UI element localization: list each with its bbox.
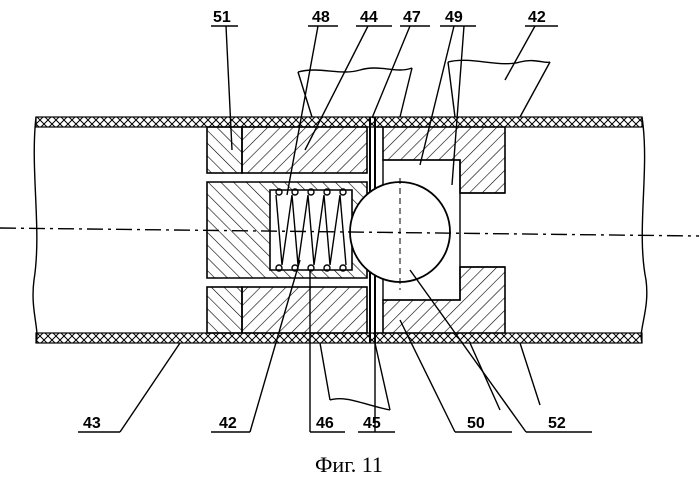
label-44: 44 [360,9,378,26]
label-51: 51 [213,9,231,26]
figure-caption: Фиг. 11 [315,452,383,477]
spring [276,189,346,271]
pipe-right-end [641,117,647,343]
label-50: 50 [467,415,485,432]
pipe-left-end [33,117,37,343]
label-52: 52 [548,415,566,432]
label-46: 46 [316,415,334,432]
label-42-bottom: 42 [219,415,237,432]
label-48: 48 [312,9,330,26]
label-43: 43 [83,415,101,432]
label-45: 45 [363,415,381,432]
label-47: 47 [403,9,421,26]
label-49: 49 [445,9,463,26]
label-42-top: 42 [528,9,546,26]
branch-tube-bottom [320,343,540,410]
